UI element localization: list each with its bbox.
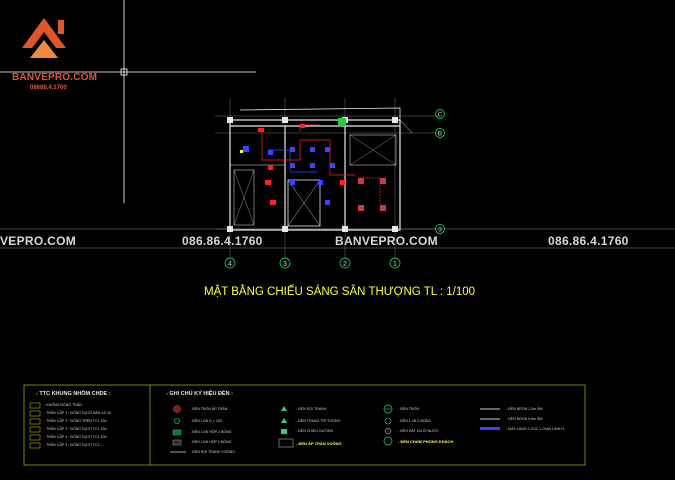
legend-left-item: - KHÔNG ĐÓNG TRẦN <box>44 403 82 407</box>
legend-item: - ĐÈN NEON 1.2m ÂM <box>506 407 543 411</box>
brand-name: BANVEPRO.COM <box>12 72 98 83</box>
legend-left-item: - TRẦN CẤP 2 : ĐÓNG DƯỚI TC1 150 <box>44 427 107 431</box>
col-axis-label-1: 1 <box>393 261 397 268</box>
legend-symbols <box>170 404 500 453</box>
legend-item: - MÁY LẠNH 2 CỤC 1 GIAN LẠNH 1 <box>506 427 565 431</box>
legend-item: - ĐÈN NEON 0.6m ÂM <box>506 417 543 421</box>
watermark-phone: 086.86.4.1760 <box>182 234 263 248</box>
col-axis-markers <box>224 257 401 269</box>
legend-left-heading: - TTC KHUNG NHÔM CHDE : <box>36 391 111 397</box>
legend-item: - ĐÈN HẮT DƯỚI NƯỚC <box>398 429 439 433</box>
row-axis-label-c: C <box>438 112 443 119</box>
legend-item: - ĐÈN ÁP TRẦN VUÔNG <box>296 441 342 446</box>
drawing-title: MẶT BẰNG CHIẾU SÁNG SÂN THƯỢNG TL : 1/10… <box>204 286 476 298</box>
legend-left-item: - TRẦN CẤP 2 : ĐÓNG TRÊN TC1 150 <box>44 419 107 423</box>
legend-item: - ĐÈN RỌI TRANH <box>296 407 327 411</box>
brand-logo-icon <box>22 18 66 58</box>
legend-item: - ĐÈN 1 2N 2 BÓNG <box>398 419 431 423</box>
col-axis-label-3: 3 <box>283 261 287 268</box>
columns <box>227 117 398 232</box>
legend-item: - ĐÈN CHÙM PHÒNG KHÁCH <box>398 439 454 444</box>
ceiling-type-swatches <box>29 402 41 449</box>
watermark-phone: 086.86.4.1760 <box>548 234 629 248</box>
light-fixtures <box>240 124 386 211</box>
legend-right-heading: - GHI CHÚ KÝ HIỆU ĐÈN : <box>166 391 233 397</box>
legend-left-item: - TRẦN CẤP 4 : ĐÓNG DƯỚI TC1 300 <box>44 435 107 439</box>
legend-item: - ĐÈN LON HỘP 2 BÓNG <box>190 430 232 434</box>
watermark-text: BANVEPRO.COM <box>335 234 438 248</box>
legend-item: - ĐÈN LON D = 100 <box>190 419 222 423</box>
legend-left-item: - TRẦN CẤP 3 : ĐÓNG DƯỚI TC1 ... <box>44 443 104 447</box>
crosshair-cursor <box>0 0 256 203</box>
col-axis-label-2: 2 <box>343 261 347 268</box>
col-axis-label-4: 4 <box>228 261 232 268</box>
watermark-text: VEPRO.COM <box>0 234 77 248</box>
row-axis-markers <box>435 109 445 234</box>
row-axis-label-3: 3 <box>438 227 442 234</box>
legend-item: - ĐÈN TRANG TRÍ TƯỜNG <box>296 419 341 423</box>
brand-phone: 08686.4.1760 <box>30 85 67 91</box>
legend-box <box>23 384 586 466</box>
legend-item: - ĐÈN CHIẾU GƯƠNG <box>296 429 334 433</box>
floor-plan <box>229 107 413 231</box>
legend-item: - ĐÈN RỌI TRANH 3 BÓNG <box>190 450 236 454</box>
legend-left-item: - TRẦN CẤP 1 : ĐÓNG DƯỚI SÀN VÀ 30 <box>44 411 111 415</box>
legend-item: - ĐÈN TRÒN <box>398 407 419 411</box>
row-axis-label-b: B <box>438 131 442 138</box>
legend-item: - ĐÈN TRÒN ẤP TRẦN <box>190 407 228 411</box>
legend-item: - ĐÈN LON HỘP 2 BÓNG <box>190 440 232 444</box>
